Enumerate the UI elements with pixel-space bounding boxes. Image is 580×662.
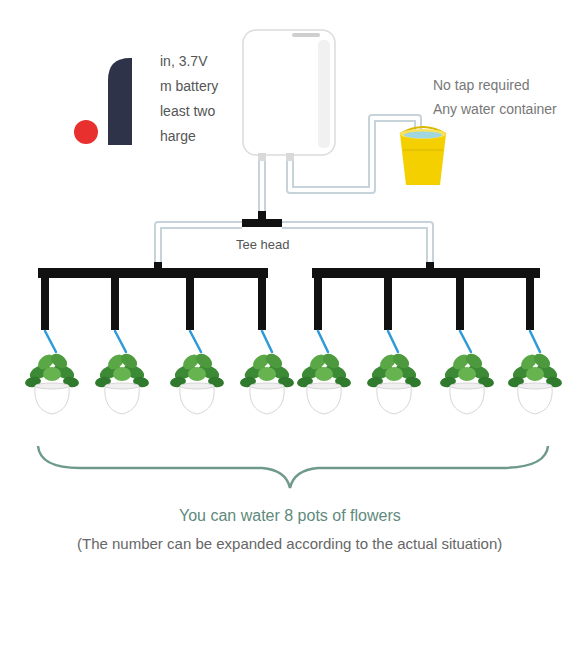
brace	[38, 446, 548, 488]
feature-note: No tap required	[433, 77, 530, 94]
dripper	[45, 331, 540, 352]
spec-text: in, 3.7V	[160, 53, 207, 70]
water-bucket	[400, 127, 446, 185]
manifold	[38, 262, 540, 330]
flower-pots	[24, 351, 562, 414]
spec-text: m battery	[160, 78, 218, 95]
feature-note: Any water container	[433, 101, 557, 118]
tee-head	[242, 219, 282, 227]
spec-text: least two	[160, 103, 215, 120]
device-slot	[292, 33, 320, 37]
outlet	[286, 153, 294, 161]
pump-device	[243, 30, 335, 155]
note-text: (The number can be expanded according to…	[77, 535, 502, 553]
spec-text: harge	[160, 128, 196, 145]
logo-dot	[74, 120, 98, 144]
logo-mark	[108, 58, 132, 145]
part-label: Tee head	[236, 237, 290, 253]
outlet	[258, 153, 266, 161]
tee-head	[258, 211, 266, 220]
device-shade	[318, 40, 330, 148]
summary-text: You can water 8 pots of flowers	[179, 506, 401, 525]
